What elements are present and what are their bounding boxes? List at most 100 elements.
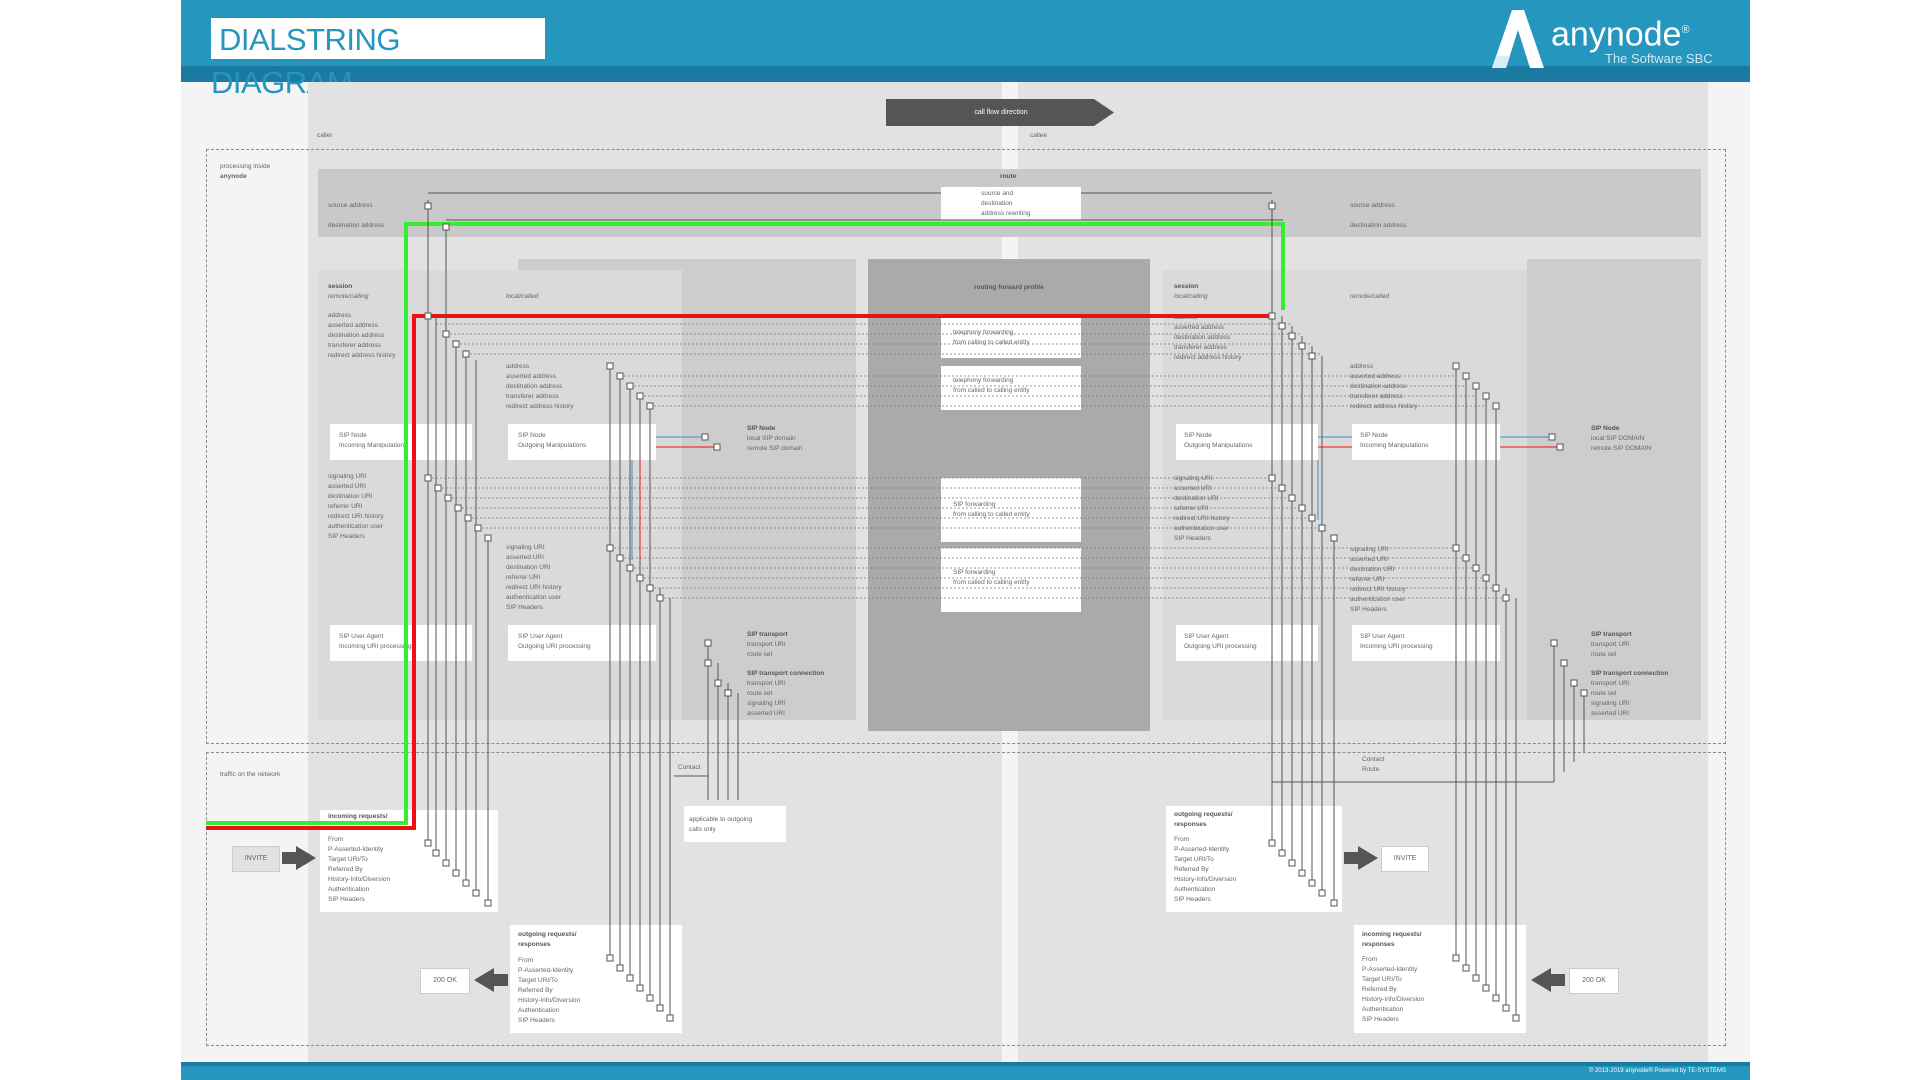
right-sip-node-out: SIP Node Outgoing Manipulations xyxy=(1184,432,1253,449)
right-ua-in-box xyxy=(1352,625,1500,661)
right-uri-list-2: signaling URI asserted URI destination U… xyxy=(1350,546,1406,613)
processing-label: processing inside anynode xyxy=(220,163,271,180)
right-route-label: Route xyxy=(1362,766,1380,773)
route-title: route xyxy=(1000,173,1017,180)
anynode-logo: anynode® The Software SBC xyxy=(1484,6,1716,72)
route-right-source: source address xyxy=(1350,202,1395,209)
header-bar: DIALSTRING DIAGRAM anynode® The Software… xyxy=(181,0,1750,100)
left-uri-list: signaling URI asserted URI destination U… xyxy=(328,473,384,540)
right-sip-node-info-title: SIP Node xyxy=(1591,425,1620,432)
right-invite-message: INVITE xyxy=(1381,846,1429,872)
routing-profile-title: routing forward profile xyxy=(974,284,1044,291)
right-conn: transport URI route set signaling URI as… xyxy=(1591,680,1630,717)
domain-links xyxy=(631,436,1560,560)
right-uri-list: signaling URI asserted URI destination U… xyxy=(1174,475,1230,542)
right-vertical-lines xyxy=(1271,200,1585,1018)
left-200ok-arrow xyxy=(474,968,508,992)
sip-forward-1-label: SIP forwarding from calling to called en… xyxy=(953,501,1030,518)
right-contact-label: Contact xyxy=(1362,756,1385,763)
applicable-note-box xyxy=(684,806,786,842)
right-incoming-requests-list: From P-Asserted-Identity Target URI/To R… xyxy=(1362,956,1425,1023)
left-outgoing-requests-title: outgoing requests/ responses xyxy=(518,931,577,948)
tel-forward-2-label: telephony forwarding from called to call… xyxy=(953,377,1030,394)
footer-copyright: © 2013-2019 anynode® Powered by TE-SYSTE… xyxy=(1588,1068,1726,1074)
right-outgoing-requests-title: outgoing requests/ responses xyxy=(1174,811,1233,828)
route-left-dest: destination address xyxy=(328,222,385,229)
left-ua-out: SIP User Agent Outgoing URI processing xyxy=(518,633,591,650)
right-conn-title: SIP transport connection xyxy=(1591,670,1669,677)
address-rewriting-box xyxy=(941,187,1081,220)
left-outgoing-requests-list: From P-Asserted-Identity Target URI/To R… xyxy=(518,957,581,1024)
right-ua-out: SIP User Agent Outgoing URI processing xyxy=(1184,633,1257,650)
right-session-title: session xyxy=(1174,283,1199,290)
left-incoming-requests-list: From P-Asserted-Identity Target URI/To R… xyxy=(328,836,391,903)
left-ua-out-box xyxy=(508,625,656,661)
left-uri-list-2: signaling URI asserted URI destination U… xyxy=(506,544,562,611)
applicable-note: applicable to outgoing calls only xyxy=(689,816,753,833)
right-200ok-message: 200 OK xyxy=(1569,968,1619,994)
right-transport: transport URI route set xyxy=(1591,641,1630,658)
left-ua-in: SIP User Agent Incoming URI processing xyxy=(339,633,412,650)
right-outgoing-requests-box xyxy=(1166,806,1342,912)
left-sip-node-out-box xyxy=(508,424,656,460)
route-right-dest: destination address xyxy=(1350,222,1407,229)
left-sip-node-out: SIP Node Outgoing Manipulations xyxy=(518,432,587,449)
left-200ok-message: 200 OK xyxy=(420,968,470,994)
network-label: traffic on the network xyxy=(220,771,281,778)
right-sip-node-info: local SIP DOMAIN remote SIP DOMAIN xyxy=(1591,435,1652,452)
red-path xyxy=(206,314,1272,830)
left-transport-title: SIP transport xyxy=(747,631,788,638)
logo-a-icon xyxy=(1492,10,1544,68)
route-left-source: source address xyxy=(328,202,373,209)
brand-tagline: The Software SBC xyxy=(1605,51,1713,66)
right-remote-sub: remote/called xyxy=(1350,293,1390,300)
left-vertical-lines xyxy=(427,200,739,1018)
left-contact-label: Contact xyxy=(678,764,701,771)
callee-label: callee xyxy=(1030,132,1047,139)
left-invite-message: INVITE xyxy=(232,846,280,872)
right-200ok-arrow xyxy=(1531,968,1565,992)
footer-bar: © 2013-2019 anynode® Powered by TE-SYSTE… xyxy=(181,1062,1750,1080)
sip-forward-1-box xyxy=(941,478,1081,542)
right-transport-title: SIP transport xyxy=(1591,631,1632,638)
left-transport: transport URI route set xyxy=(747,641,786,658)
left-ua-in-box xyxy=(330,625,472,661)
left-address-list: address asserted address destination add… xyxy=(328,312,396,359)
left-sip-node-in: SIP Node Incoming Manipulations xyxy=(339,432,408,449)
sip-forward-2-box xyxy=(941,548,1081,612)
tel-forward-1-box xyxy=(941,318,1081,358)
right-session-sub: local/calling xyxy=(1174,293,1208,300)
left-session-title: session xyxy=(328,283,353,290)
brand-name: anynode® xyxy=(1551,15,1690,54)
left-conn: transport URI route set signaling URI as… xyxy=(747,680,786,717)
right-incoming-requests-title: incoming requests/ responses xyxy=(1362,931,1422,948)
left-local-sub: local/called xyxy=(506,293,539,300)
left-conn-title: SIP transport connection xyxy=(747,670,825,677)
left-sip-node-info-title: SIP Node xyxy=(747,425,776,432)
call-flow-arrow: call flow direction xyxy=(886,99,1114,126)
right-sip-node-in-box xyxy=(1352,424,1500,460)
left-invite-arrow xyxy=(282,846,316,870)
left-sip-node-info: local SIP domain remote SIP domain xyxy=(747,435,803,452)
left-sip-node-in-box xyxy=(330,424,472,460)
right-ua-in: SIP User Agent Incoming URI processing xyxy=(1360,633,1433,650)
right-sip-node-out-box xyxy=(1176,424,1318,460)
tel-forward-2-box xyxy=(941,366,1081,410)
left-incoming-requests-title: incoming requests/ xyxy=(328,813,388,820)
right-sip-node-in: SIP Node Incoming Manipulations xyxy=(1360,432,1429,449)
left-outgoing-requests-box xyxy=(510,925,682,1033)
right-invite-arrow xyxy=(1344,846,1378,870)
right-outgoing-requests-list: From P-Asserted-Identity Target URI/To R… xyxy=(1174,836,1237,903)
address-rewriting-label: source and destination address rewriting xyxy=(981,190,1031,217)
tel-forward-1-label: telephony forwarding from calling to cal… xyxy=(953,329,1030,346)
junction-squares xyxy=(424,202,1588,1022)
caller-label: caller xyxy=(317,132,333,139)
route-lines xyxy=(428,192,1554,783)
right-ua-out-box xyxy=(1176,625,1318,661)
right-incoming-requests-box xyxy=(1354,925,1526,1033)
left-session-sub: remote/calling xyxy=(328,293,369,300)
processing-section xyxy=(206,149,1726,744)
horizontal-dashed-lines xyxy=(428,323,1506,599)
left-address-list-2: address asserted address destination add… xyxy=(506,363,574,410)
